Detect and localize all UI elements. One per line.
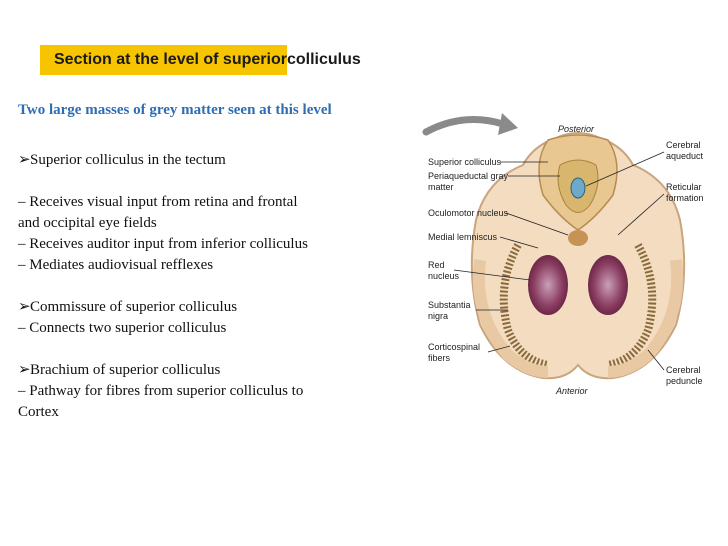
line-10: Cortex bbox=[18, 404, 59, 420]
label-periaqueductal-2: matter bbox=[428, 182, 454, 192]
bullet-commissure: ➢Commissure of superior colliculus bbox=[18, 297, 408, 318]
line-4: – Receives auditor input from inferior c… bbox=[18, 236, 308, 252]
line-2: – Receives visual input from retina and … bbox=[18, 194, 298, 210]
line-8: Brachium of superior colliculus bbox=[30, 362, 221, 378]
pointer-arrow bbox=[422, 116, 507, 136]
label-corticospinal-1: Corticospinal bbox=[428, 342, 480, 352]
label-superior-colliculus: Superior colliculus bbox=[428, 157, 502, 167]
label-red-2: nucleus bbox=[428, 271, 460, 281]
line-5: – Mediates audiovisual refflexes bbox=[18, 257, 214, 273]
line-3: and occipital eye fields bbox=[18, 215, 157, 231]
arrow-bullet-icon: ➢ bbox=[18, 152, 31, 168]
bullet-brachium: ➢Brachium of superior colliculus bbox=[18, 360, 408, 381]
label-anterior: Anterior bbox=[555, 386, 589, 396]
label-substantia-1: Substantia bbox=[428, 300, 471, 310]
label-oculomotor: Oculomotor nucleus bbox=[428, 208, 509, 218]
label-reticular-1: Reticular bbox=[666, 182, 702, 192]
line-6: Commissure of superior colliculus bbox=[30, 299, 238, 315]
cerebral-peduncle-right bbox=[607, 259, 684, 378]
line-9: – Pathway for fibres from superior colli… bbox=[18, 383, 304, 399]
substantia-nigra-right bbox=[607, 243, 657, 369]
slide-title: Section at the level of superior collicu… bbox=[40, 45, 361, 75]
midbrain-section-figure: Posterior Anterior Superior colliculus P… bbox=[422, 113, 704, 396]
red-nucleus-left bbox=[528, 255, 568, 315]
label-cerebral-peduncle-2: peduncle bbox=[666, 376, 703, 386]
cerebral-peduncle-left bbox=[472, 259, 549, 378]
substantia-nigra-left bbox=[499, 243, 549, 369]
bullet-list: ➢Superior colliculus in the tectum – Rec… bbox=[18, 150, 408, 423]
arrow-bullet-icon: ➢ bbox=[18, 299, 31, 315]
label-posterior: Posterior bbox=[558, 124, 595, 134]
bullet-superior-colliculus: ➢Superior colliculus in the tectum bbox=[18, 150, 408, 171]
title-rest: colliculus bbox=[286, 51, 361, 68]
oculomotor-nucleus-shape bbox=[568, 230, 588, 246]
label-cerebral-aqueduct-1: Cerebral bbox=[666, 140, 701, 150]
line-7: – Connects two superior colliculus bbox=[18, 320, 227, 336]
label-cerebral-peduncle-1: Cerebral bbox=[666, 365, 701, 375]
label-red-1: Red bbox=[428, 260, 445, 270]
label-medial-lemniscus: Medial lemniscus bbox=[428, 232, 498, 242]
midbrain-outline bbox=[470, 132, 686, 380]
cerebral-aqueduct-shape bbox=[570, 177, 586, 199]
label-corticospinal-2: fibers bbox=[428, 353, 451, 363]
red-nucleus-right bbox=[588, 255, 628, 315]
pointer-arrowhead bbox=[498, 113, 518, 135]
line-1: Superior colliculus in the tectum bbox=[30, 152, 226, 168]
subtitle: Two large masses of grey matter seen at … bbox=[18, 102, 332, 118]
title-highlighted: Section at the level of superior bbox=[40, 45, 287, 75]
arrow-bullet-icon: ➢ bbox=[18, 362, 31, 378]
label-cerebral-aqueduct-2: aqueduct bbox=[666, 151, 704, 161]
label-periaqueductal-1: Periaqueductal gray bbox=[428, 171, 509, 181]
label-reticular-2: formation bbox=[666, 193, 704, 203]
label-substantia-2: nigra bbox=[428, 311, 448, 321]
